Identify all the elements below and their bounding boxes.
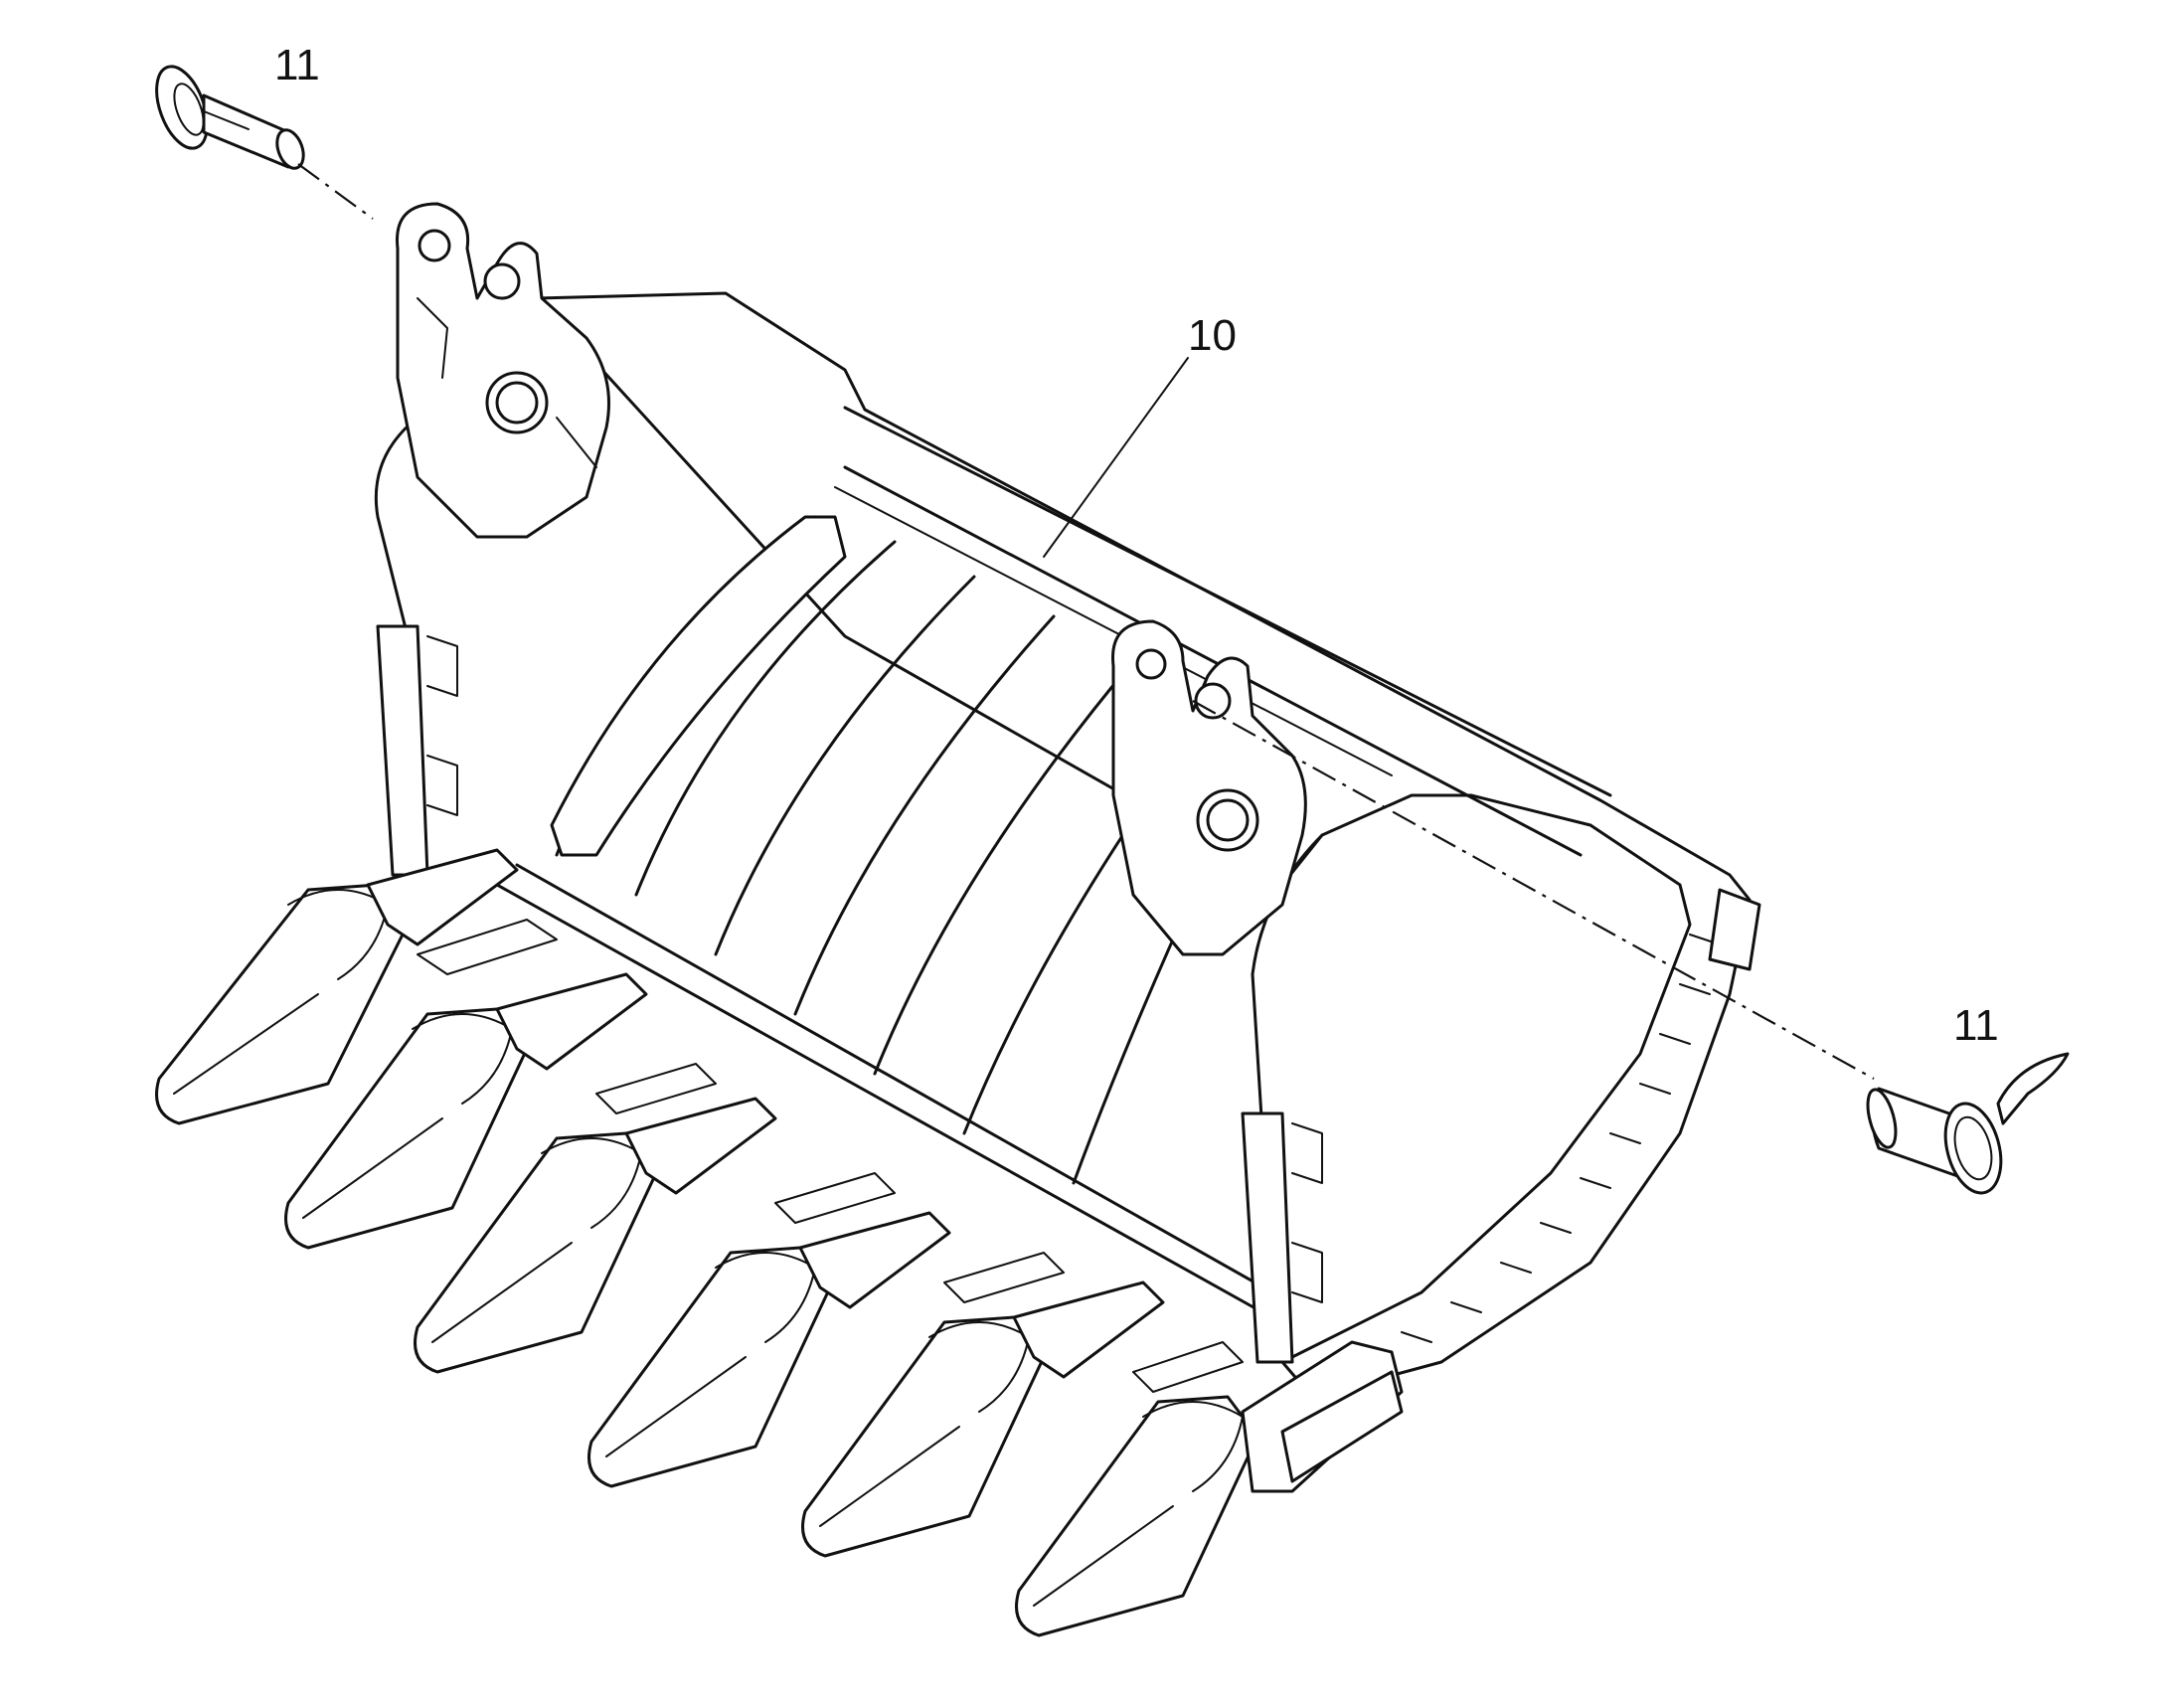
- bucket-teeth: [155, 848, 1404, 1637]
- callout-bucket: 10: [1188, 311, 1237, 360]
- axis-line-left: [297, 163, 374, 220]
- leader-line-bucket: [1043, 357, 1189, 558]
- pin-right-icon: [1866, 1052, 2070, 1195]
- callout-pin-top-left: 11: [274, 41, 320, 89]
- pin-top-left-icon: [155, 65, 305, 170]
- axis-line-right: [1192, 700, 1875, 1080]
- callout-pin-right: 11: [1953, 1001, 1999, 1050]
- bucket-icon: [155, 202, 1761, 1637]
